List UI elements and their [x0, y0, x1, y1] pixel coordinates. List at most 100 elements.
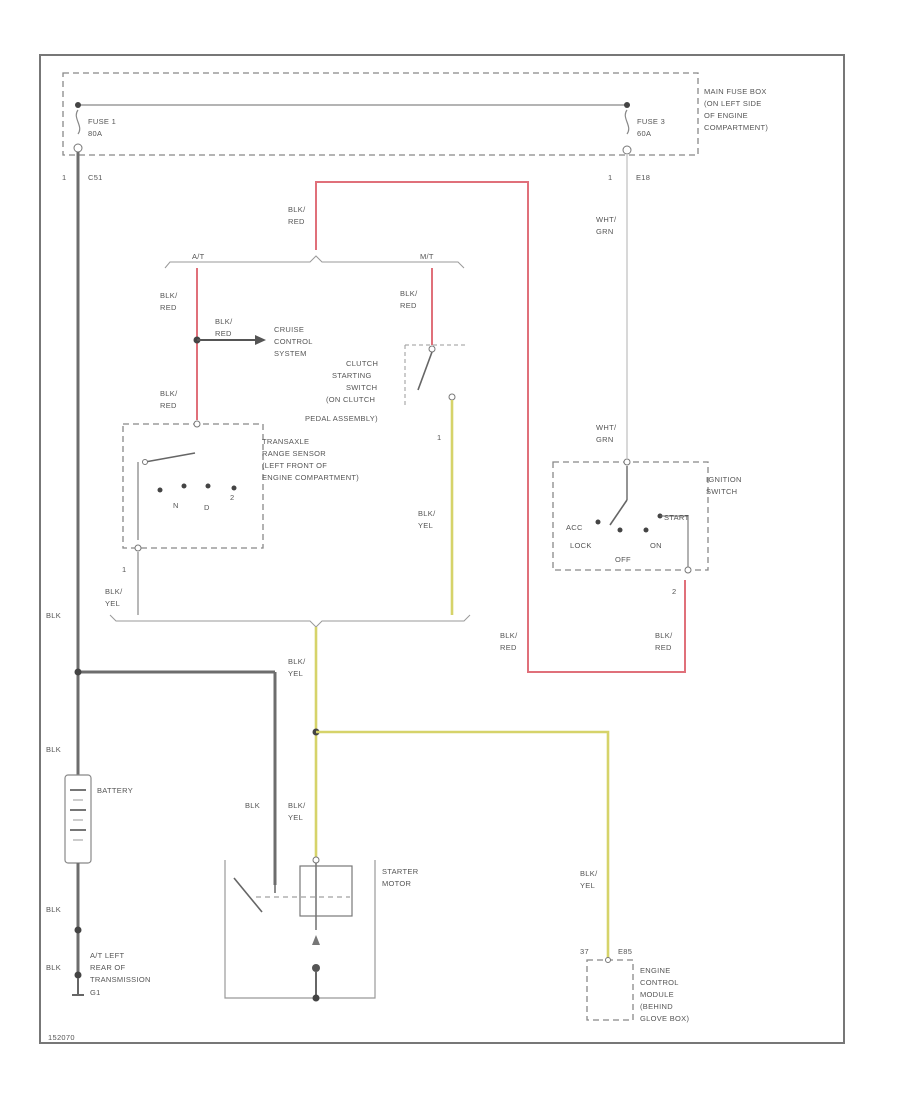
ignition-label-2: SWITCH: [706, 487, 737, 496]
fuse-3-pin: 1: [608, 173, 612, 182]
range-sensor-label-4: ENGINE COMPARTMENT): [262, 473, 359, 482]
wire-label-starter-blk: BLK: [245, 801, 260, 810]
ignition-switch: ACC LOCK OFF ON START IGNITION SWITCH 2: [552, 458, 742, 596]
wire-label-blk-3: BLK: [46, 905, 61, 914]
wire-label-wht-grn-2b: GRN: [596, 435, 614, 444]
engine-control-module: 37 E85 ENGINE CONTROL MODULE (BEHIND GLO…: [580, 947, 689, 1023]
starter-label-1: STARTER: [382, 867, 419, 876]
wire-label-at-blk-red-1b: RED: [160, 303, 177, 312]
fuse-box-label-4: COMPARTMENT): [704, 123, 768, 132]
wire-label-blk-2: BLK: [46, 745, 61, 754]
clutch-label-2: STARTING: [332, 371, 372, 380]
wire-label-ecm-blk-yel-b: YEL: [580, 881, 595, 890]
fuse-box-label-1: MAIN FUSE BOX: [704, 87, 767, 96]
wire-label-clutch-blk-yel-a: BLK/: [418, 509, 436, 518]
ground-label-1: A/T LEFT: [90, 951, 124, 960]
main-fuse-box: MAIN FUSE BOX (ON LEFT SIDE OF ENGINE CO…: [62, 72, 768, 156]
ground-label-4: G1: [90, 988, 101, 997]
starter-motor: STARTER MOTOR: [224, 856, 419, 1002]
fuse-1-name: FUSE 1: [88, 117, 116, 126]
ignition-acc: ACC: [566, 523, 583, 532]
clutch-starting-switch: BLK/ RED CLUTCH STARTING SWITCH (ON CLUT…: [305, 268, 465, 615]
wire-label-ecm-blk-yel-a: BLK/: [580, 869, 598, 878]
ecm-label-1: ENGINE: [640, 966, 671, 975]
fuse-3-name: FUSE 3: [637, 117, 665, 126]
wire-label-blk-4: BLK: [46, 963, 61, 972]
range-sensor-label-3: (LEFT FRONT OF: [262, 461, 327, 470]
fuse-3-rating: 60A: [637, 129, 651, 138]
wire-label-at-blk-red-2a: BLK/: [160, 389, 178, 398]
clutch-label-4: (ON CLUTCH: [326, 395, 375, 404]
cruise-wire-label-b: RED: [215, 329, 232, 338]
ignition-label-1: IGNITION: [706, 475, 742, 484]
ecm-label-5: GLOVE BOX): [640, 1014, 689, 1023]
at-branch: BLK/ RED BLK/ RED: [160, 268, 266, 420]
battery-positive-wire: BLK BLK: [46, 152, 277, 885]
cruise-control-system: BLK/ RED CRUISE CONTROL SYSTEM: [215, 317, 313, 358]
ground-label-3: TRANSMISSION: [90, 975, 151, 984]
at-mt-lower-bracket: [109, 614, 471, 628]
range-sensor-label-2: RANGE SENSOR: [262, 449, 326, 458]
wire-label-range-blk-yel-b: YEL: [105, 599, 120, 608]
clutch-label-3: SWITCH: [346, 383, 377, 392]
wire-label-blk-red-2a: BLK/: [500, 631, 518, 640]
wire-label-blk-1: BLK: [46, 611, 61, 620]
ecm-label-4: (BEHIND: [640, 1002, 673, 1011]
wire-label-blk-red-3b: RED: [655, 643, 672, 652]
range-pos-2: 2: [230, 493, 234, 502]
cruise-wire-label-a: BLK/: [215, 317, 233, 326]
figure-id: 152070: [48, 1033, 75, 1042]
cruise-label-1: CRUISE: [274, 325, 304, 334]
wire-label-trunk-blk-yel-a: BLK/: [288, 657, 306, 666]
fuse-1-connector: C51: [88, 173, 103, 182]
range-sensor-label-1: TRANSAXLE: [262, 437, 309, 446]
fuse-3: FUSE 3 60A 1 E18: [608, 102, 665, 182]
wire-label-wht-grn-2a: WHT/: [596, 423, 617, 432]
cruise-label-3: SYSTEM: [274, 349, 307, 358]
at-label: A/T: [192, 252, 205, 261]
clutch-label-1: CLUTCH: [346, 359, 378, 368]
battery: BATTERY: [64, 774, 133, 864]
wire-label-range-blk-yel-a: BLK/: [105, 587, 123, 596]
wire-label-mt-blk-red-b: RED: [400, 301, 417, 310]
wire-label-starter-blk-yel-a: BLK/: [288, 801, 306, 810]
ecm-label-3: MODULE: [640, 990, 674, 999]
wire-label-blk-red-1b: RED: [288, 217, 305, 226]
fuse3-to-ignition-wht-grn: WHT/ GRN WHT/ GRN: [596, 154, 628, 458]
starter-label-2: MOTOR: [382, 879, 412, 888]
battery-label: BATTERY: [97, 786, 133, 795]
fuse-1-rating: 80A: [88, 129, 102, 138]
wire-label-blk-red-3a: BLK/: [655, 631, 673, 640]
cruise-label-2: CONTROL: [274, 337, 313, 346]
wire-label-at-blk-red-1a: BLK/: [160, 291, 178, 300]
ignition-pin: 2: [672, 587, 676, 596]
range-pos-d: D: [204, 503, 210, 512]
fuse-1-pin: 1: [62, 173, 66, 182]
diagram-border: [39, 54, 845, 1044]
wire-label-trunk-blk-yel-b: YEL: [288, 669, 303, 678]
start-signal-blk-yel: BLK/ YEL BLK/ YEL BLK BLK/ YEL: [245, 627, 610, 960]
ignition-off: OFF: [615, 555, 631, 564]
ground-circuit: BLK BLK A/T LEFT REAR OF TRANSMISSION G1: [46, 863, 151, 997]
ecm-connector: E85: [618, 947, 632, 956]
wire-label-starter-blk-yel-b: YEL: [288, 813, 303, 822]
ecm-label-2: CONTROL: [640, 978, 679, 987]
range-pos-n: N: [173, 501, 179, 510]
ecm-pin: 37: [580, 947, 589, 956]
wire-label-blk-red-1a: BLK/: [288, 205, 306, 214]
wire-label-mt-blk-red-a: BLK/: [400, 289, 418, 298]
ignition-on: ON: [650, 541, 662, 550]
ground-label-2: REAR OF: [90, 963, 126, 972]
clutch-label-5: PEDAL ASSEMBLY): [305, 414, 378, 423]
ignition-lock: LOCK: [570, 541, 592, 550]
mt-label: M/T: [420, 252, 434, 261]
wire-label-wht-grn-1b: GRN: [596, 227, 614, 236]
transaxle-range-sensor: N D 2 TRANSAXLE RANGE SENSOR (LEFT FRONT…: [105, 420, 359, 615]
fuse-1: FUSE 1 80A 1 C51: [62, 102, 116, 182]
wire-label-wht-grn-1a: WHT/: [596, 215, 617, 224]
range-sensor-pin: 1: [122, 565, 126, 574]
wire-label-clutch-blk-yel-b: YEL: [418, 521, 433, 530]
at-mt-bracket: A/T M/T: [164, 252, 465, 269]
wire-label-blk-red-2b: RED: [500, 643, 517, 652]
